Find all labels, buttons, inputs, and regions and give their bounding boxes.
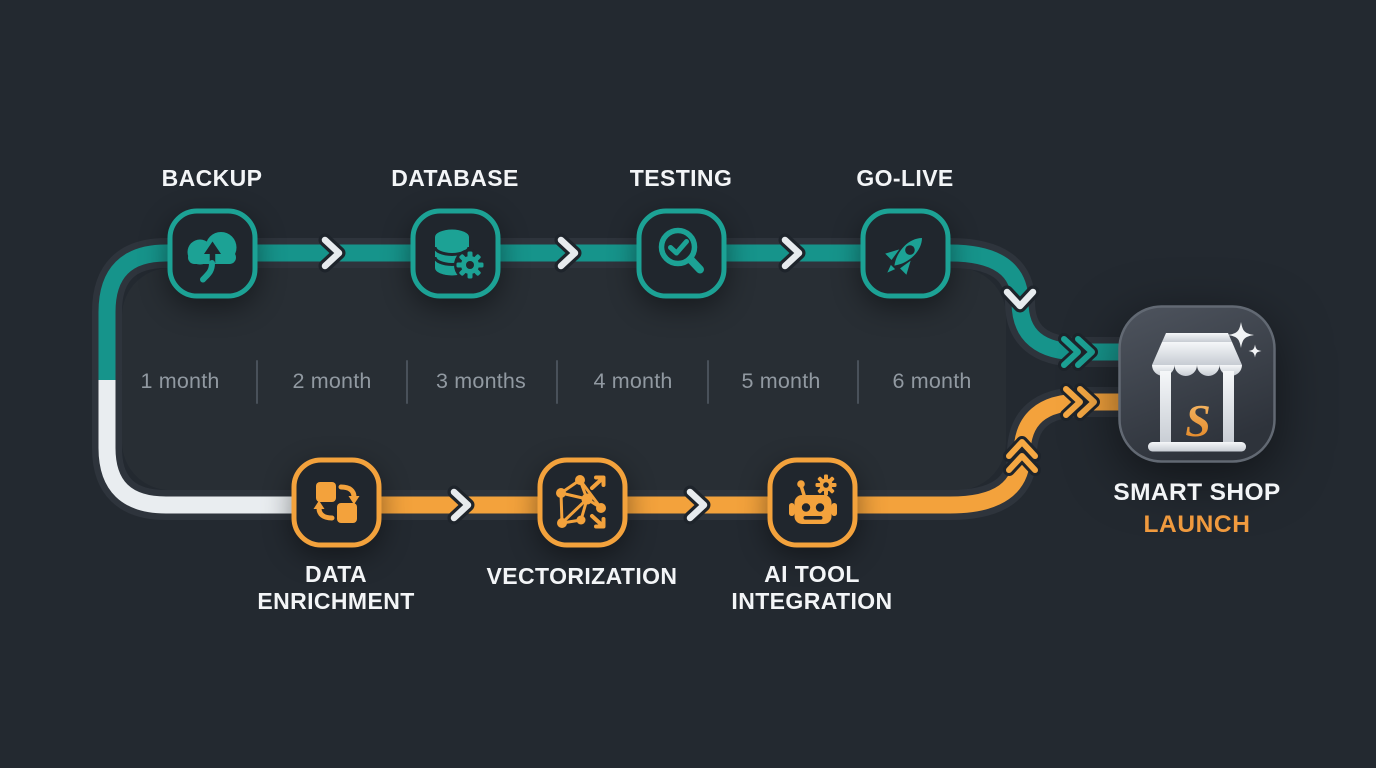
double-chevron-up-icon (1003, 436, 1041, 476)
step-node-backup (165, 206, 260, 301)
step-node-go-live (858, 206, 953, 301)
chevron-right-icon (447, 485, 475, 525)
step-label-backup: BACKUP (161, 165, 263, 191)
timeline-divider (707, 360, 709, 404)
timeline-divider (256, 360, 258, 404)
robot-gear-icon (767, 457, 857, 547)
chevron-right-icon (554, 233, 582, 273)
step-node-data-enrichment (289, 455, 384, 550)
step-node-ai-tool-integration (765, 455, 860, 550)
chevron-right-icon (683, 485, 711, 525)
teal-pipe (98, 244, 1126, 381)
timeline-month-4: 4 month (593, 369, 673, 393)
goal-node-smart-shop: S (1118, 305, 1276, 463)
step-label-vectorization: VECTORIZATION (486, 563, 678, 589)
cloud-upload-icon (167, 208, 257, 298)
network-nodes-icon (537, 457, 627, 547)
step-label-database: DATABASE (391, 165, 519, 191)
timeline-month-3: 3 months (435, 369, 527, 393)
rocket-icon (860, 208, 950, 298)
step-node-database (408, 206, 503, 301)
svg-text:S: S (1185, 395, 1211, 446)
chevron-right-icon (778, 233, 806, 273)
step-label-go-live: GO-LIVE (856, 165, 954, 191)
step-label-testing: TESTING (629, 165, 733, 191)
timeline-month-6: 6 month (892, 369, 972, 393)
timeline-month-5: 5 month (741, 369, 821, 393)
timeline-divider (406, 360, 408, 404)
step-label-data-enrichment: DATA ENRICHMENT (257, 561, 415, 614)
timeline-month-2: 2 month (292, 369, 372, 393)
chevron-down-icon (1000, 285, 1040, 313)
chevron-right-icon (318, 233, 346, 273)
timeline-divider (556, 360, 558, 404)
storefront-icon: S (1118, 305, 1276, 463)
step-node-vectorization (535, 455, 630, 550)
timeline-divider (857, 360, 859, 404)
sparkle-icon (1228, 322, 1262, 358)
step-node-testing (634, 206, 729, 301)
data-sync-icon (291, 457, 381, 547)
double-chevron-right-icon (1060, 383, 1100, 421)
database-gear-icon (410, 208, 500, 298)
double-chevron-right-icon (1058, 333, 1098, 371)
goal-subtitle: LAUNCH (1143, 511, 1251, 538)
timeline-month-1: 1 month (140, 369, 220, 393)
goal-title: SMART SHOP (1113, 479, 1281, 506)
magnifier-check-icon (636, 208, 726, 298)
step-label-ai-tool-integration: AI TOOL INTEGRATION (731, 561, 893, 614)
white-pipe (98, 380, 345, 514)
